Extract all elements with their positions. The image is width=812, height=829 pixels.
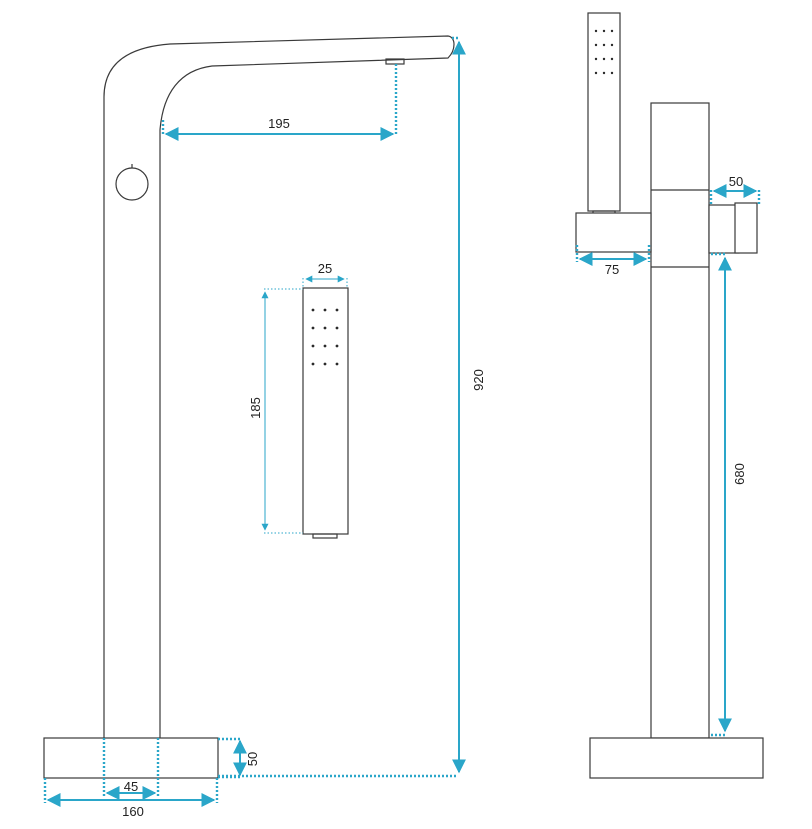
nozzle: [594, 71, 598, 75]
side-column: [650, 102, 710, 739]
nozzle: [610, 57, 614, 61]
holder-width-label: 75: [605, 262, 619, 277]
side-holder-knob: [734, 202, 758, 254]
nozzle: [323, 344, 327, 348]
nozzle: [594, 57, 598, 61]
nozzle: [602, 57, 606, 61]
base-plate: [43, 737, 219, 779]
nozzle: [335, 344, 339, 348]
nozzle: [602, 43, 606, 47]
spray-nozzles: [311, 308, 339, 366]
nozzle: [323, 362, 327, 366]
hand-shower-connector: [312, 533, 338, 539]
nozzle: [602, 29, 606, 33]
side-view: 50 75 680: [575, 12, 764, 779]
nozzle: [594, 43, 598, 47]
nozzle: [610, 43, 614, 47]
hs-length-label: 185: [248, 397, 263, 419]
side-holder-cradle: [575, 212, 652, 253]
hs-width-label: 25: [318, 261, 332, 276]
pipe-diameter-label: 45: [124, 779, 138, 794]
nozzle: [311, 326, 315, 330]
holder-height-label: 680: [732, 463, 747, 485]
hand-shower-view: 25 185: [248, 261, 349, 539]
base-height-label: 50: [245, 752, 260, 766]
nozzle: [335, 308, 339, 312]
mixer-knob: [115, 167, 149, 201]
side-spray-nozzles: [594, 29, 614, 75]
holder-depth-label: 50: [729, 174, 743, 189]
nozzle: [610, 71, 614, 75]
faucet-body-outline: [103, 35, 455, 738]
side-base-plate: [589, 737, 764, 779]
total-height-label: 920: [471, 369, 486, 391]
nozzle: [335, 326, 339, 330]
nozzle: [311, 344, 315, 348]
nozzle: [602, 71, 606, 75]
side-hand-shower: [587, 12, 621, 212]
nozzle: [323, 326, 327, 330]
hand-shower-body: [302, 287, 349, 535]
nozzle: [335, 362, 339, 366]
side-holder-knob-base: [708, 204, 740, 254]
front-view: 195 920 50 45 160: [43, 35, 486, 819]
nozzle: [323, 308, 327, 312]
nozzle: [610, 29, 614, 33]
nozzle: [311, 308, 315, 312]
nozzle: [311, 362, 315, 366]
base-width-label: 160: [122, 804, 144, 819]
nozzle: [594, 29, 598, 33]
spout-reach-label: 195: [268, 116, 290, 131]
